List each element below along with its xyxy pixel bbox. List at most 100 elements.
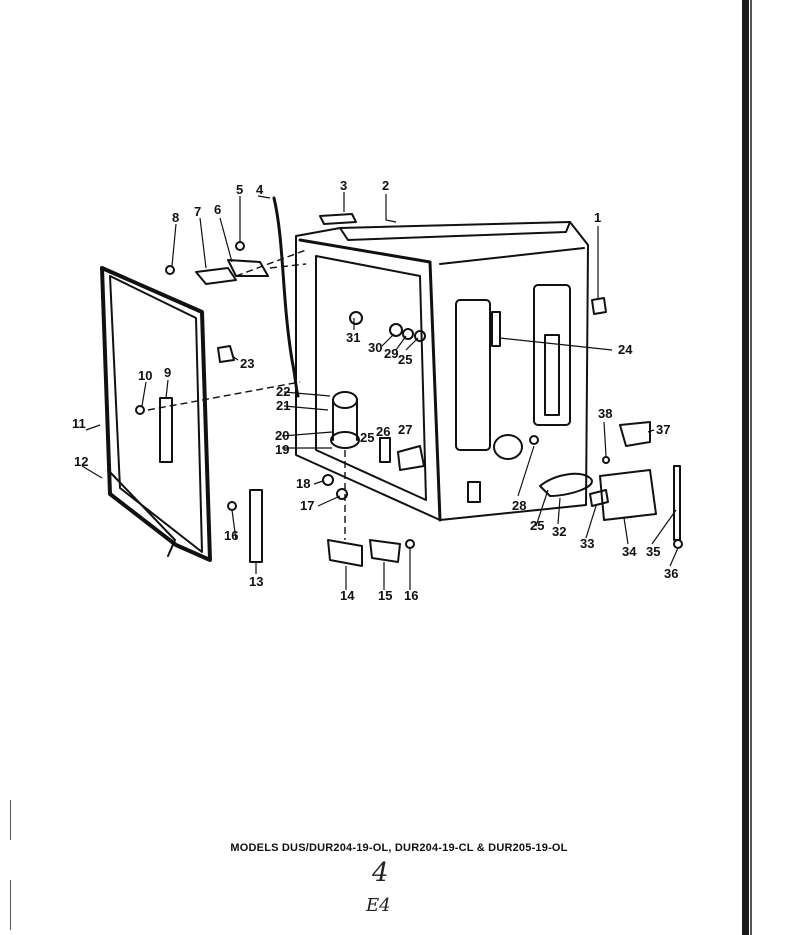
screw-36 bbox=[673, 539, 683, 549]
bracket-3 bbox=[319, 213, 357, 225]
pump-body bbox=[332, 399, 358, 441]
side-slot-3 bbox=[544, 334, 560, 416]
fill-hose bbox=[272, 196, 300, 398]
part-32 bbox=[539, 472, 593, 497]
callout-26: 26 bbox=[376, 424, 390, 439]
pump-base bbox=[330, 431, 360, 449]
callout-labels: 1 2 3 4 5 6 7 8 9 10 11 12 13 14 15 16 1… bbox=[72, 178, 678, 603]
callout-17: 17 bbox=[300, 498, 314, 513]
models-caption: MODELS DUS/DUR204-19-OL, DUR204-19-CL & … bbox=[230, 842, 568, 854]
door-hinge-arm bbox=[107, 469, 176, 557]
door-frame bbox=[100, 266, 212, 562]
hinge-bracket-top bbox=[195, 267, 237, 285]
callout-21: 21 bbox=[276, 398, 290, 413]
screw-16 bbox=[227, 501, 237, 511]
side-slot-1 bbox=[455, 299, 491, 451]
callout-23: 23 bbox=[240, 356, 254, 371]
door-frame-inner bbox=[109, 275, 203, 553]
part-15 bbox=[369, 539, 401, 563]
left-edge-mark bbox=[10, 880, 11, 930]
part-14 bbox=[327, 539, 363, 567]
nut-28 bbox=[529, 435, 539, 445]
callout-25a: 25 bbox=[360, 430, 374, 445]
ring-17 bbox=[336, 488, 348, 500]
callout-2: 2 bbox=[382, 178, 389, 193]
tub-outline bbox=[295, 221, 589, 521]
callout-10: 10 bbox=[138, 368, 152, 383]
part-23 bbox=[217, 345, 235, 363]
callout-33: 33 bbox=[580, 536, 594, 551]
callout-18: 18 bbox=[296, 476, 310, 491]
part-33 bbox=[589, 489, 609, 507]
part-37 bbox=[619, 421, 651, 447]
callout-37: 37 bbox=[656, 422, 670, 437]
callout-14: 14 bbox=[340, 588, 355, 603]
callout-11: 11 bbox=[72, 416, 86, 431]
callout-12: 12 bbox=[74, 454, 88, 469]
tub-top bbox=[339, 221, 571, 241]
callout-9: 9 bbox=[164, 365, 171, 380]
pump-head bbox=[332, 391, 358, 409]
callout-30: 30 bbox=[368, 340, 382, 355]
part-1 bbox=[591, 297, 607, 315]
callout-35: 35 bbox=[646, 544, 660, 559]
page-code: E4 bbox=[366, 895, 391, 916]
callout-25c: 25 bbox=[398, 352, 412, 367]
callout-31: 31 bbox=[346, 330, 360, 345]
screw-16b bbox=[405, 539, 415, 549]
gasket-30 bbox=[389, 323, 403, 337]
callout-5: 5 bbox=[236, 182, 243, 197]
callout-1: 1 bbox=[594, 210, 601, 225]
screw-8 bbox=[165, 265, 175, 275]
screw-10 bbox=[135, 405, 145, 415]
callout-16: 16 bbox=[404, 588, 418, 603]
gasket-29 bbox=[402, 328, 414, 340]
part-34 bbox=[599, 469, 657, 521]
callout-25b: 25 bbox=[530, 518, 544, 533]
part-13 bbox=[249, 489, 263, 563]
side-slot-2 bbox=[533, 284, 571, 426]
callout-3: 3 bbox=[340, 178, 347, 193]
part-24 bbox=[491, 311, 501, 347]
tub-front-inner bbox=[315, 255, 427, 501]
part-9 bbox=[159, 397, 173, 463]
callout-24: 24 bbox=[618, 342, 633, 357]
screw-38 bbox=[602, 456, 610, 464]
callout-6: 6 bbox=[214, 202, 221, 217]
callout-16b: 16 bbox=[224, 528, 238, 543]
callout-8: 8 bbox=[172, 210, 179, 225]
callout-36: 36 bbox=[664, 566, 678, 581]
nut-18 bbox=[322, 474, 334, 486]
left-edge-mark bbox=[10, 800, 11, 840]
pump-opening bbox=[493, 434, 523, 460]
part-27 bbox=[397, 445, 425, 471]
page-number: 4 bbox=[372, 858, 389, 888]
callout-29: 29 bbox=[384, 346, 398, 361]
hinge-plate bbox=[227, 259, 269, 277]
callout-28: 28 bbox=[512, 498, 526, 513]
tub-side-edge bbox=[439, 247, 585, 265]
callout-34: 34 bbox=[622, 544, 637, 559]
callout-20: 20 bbox=[275, 428, 289, 443]
part-35 bbox=[673, 465, 681, 541]
callout-4: 4 bbox=[256, 182, 264, 197]
callout-27: 27 bbox=[398, 422, 412, 437]
callout-38: 38 bbox=[598, 406, 612, 421]
screw-5 bbox=[235, 241, 245, 251]
side-tab bbox=[467, 481, 481, 503]
gasket-31 bbox=[349, 311, 363, 325]
tub-front-frame bbox=[298, 238, 442, 522]
right-edge-line bbox=[750, 0, 752, 935]
callout-15: 15 bbox=[378, 588, 392, 603]
dash-hinge-2 bbox=[269, 263, 307, 269]
dash-door bbox=[147, 381, 301, 411]
callout-32: 32 bbox=[552, 524, 566, 539]
part-26 bbox=[379, 437, 391, 463]
callout-22: 22 bbox=[276, 384, 290, 399]
callout-7: 7 bbox=[194, 204, 201, 219]
callout-19: 19 bbox=[275, 442, 289, 457]
gasket-25 bbox=[414, 330, 426, 342]
dash-hinge bbox=[235, 249, 307, 277]
callout-13: 13 bbox=[249, 574, 263, 589]
